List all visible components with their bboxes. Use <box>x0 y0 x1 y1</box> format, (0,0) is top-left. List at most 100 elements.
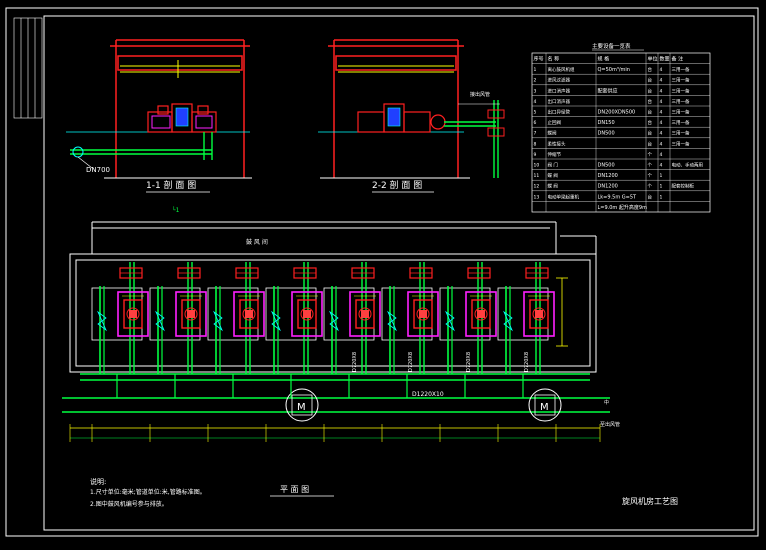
table-cell: 配套控制柜 <box>672 183 695 190</box>
table-cell: 台 <box>648 66 653 73</box>
table-cell: 4 <box>660 110 663 116</box>
pipe-label-4: D720X8 <box>524 352 530 372</box>
table-cell: 4 <box>660 131 663 137</box>
table-cell: 三用一备 <box>672 77 690 84</box>
table-header-cell: 单位 <box>648 56 658 63</box>
table-cell: 蝶 阀 <box>548 172 559 179</box>
table-cell: DN200XDN500 <box>598 110 636 116</box>
table-cell: 6 <box>534 120 537 126</box>
outlet-pipe-label: 接出风管 <box>470 91 490 98</box>
notes: 说明: 1.尺寸单位:毫米;管道单位:米,管路标准图。 2.图中鼓风机编号参与排… <box>90 477 206 508</box>
plan-view: 鼓 风 间 └1 D1220X10 M M 中 至出风管 D72 <box>62 206 620 442</box>
table-cell: 7 <box>534 131 537 137</box>
table-cell: 4 <box>660 99 663 105</box>
table-cell: 4 <box>660 163 663 169</box>
table-cell: 2 <box>534 78 537 84</box>
pipe-dn700-label: DN700 <box>86 166 110 174</box>
table-cell: 进口消声器 <box>548 87 571 94</box>
table-cell: 三用一备 <box>672 130 690 137</box>
note-1: 1.尺寸单位:毫米;管道单位:米,管路标准图。 <box>90 488 206 496</box>
plan-edge-label: 中 <box>604 399 609 406</box>
section-2-2-title: 2-2 剖 面 图 <box>372 179 422 191</box>
plan-title: 平 面 图 <box>280 485 309 494</box>
table-header-cell: 数量 <box>660 56 670 63</box>
table-cell: DN500 <box>598 131 615 137</box>
table-cell: 4 <box>660 88 663 94</box>
svg-text:M: M <box>297 402 306 413</box>
pipe-label-3: D720X8 <box>466 352 472 372</box>
table-cell: 个 <box>648 152 653 158</box>
table-cell: DN500 <box>598 163 615 169</box>
main-pipe-label: D1220X10 <box>412 391 444 398</box>
drawing-title: 旋风机房工艺图 <box>622 496 678 506</box>
pipe-label-2: D720X8 <box>408 352 414 372</box>
table-cell: 台 <box>648 140 653 147</box>
blower-unit <box>207 262 265 398</box>
table-cell: 台 <box>648 119 653 126</box>
blower-unit <box>265 262 323 398</box>
table-cell: 出口消声器 <box>548 98 571 105</box>
table-cell: 台 <box>648 98 653 105</box>
inner-frame <box>43 15 755 531</box>
table-cell: 三用一备 <box>672 87 690 94</box>
section-1-1: DN700 1-1 剖 面 图 <box>66 39 252 193</box>
table-cell: 1 <box>660 173 663 179</box>
blower-unit <box>149 262 207 398</box>
table-cell: 台 <box>648 87 653 94</box>
table-cell: 4 <box>660 120 663 126</box>
table-cell: Q=50m³/min <box>598 67 630 73</box>
table-cell: 三用一备 <box>672 140 690 147</box>
plan-edge-label-2: 至出风管 <box>600 421 620 428</box>
header-valve-left: M <box>285 388 319 422</box>
table-title: 主要设备一览表 <box>592 42 631 50</box>
outer-frame <box>5 7 759 537</box>
table-cell: 9 <box>534 152 537 158</box>
table-cell: 电动单梁起重机 <box>548 193 580 200</box>
table-cell: 4 <box>660 67 663 73</box>
table-cell: 4 <box>660 141 663 147</box>
header-valve-right: M <box>528 388 562 422</box>
table-cell: 三用一备 <box>672 66 690 73</box>
table-cell: 个 <box>648 173 653 179</box>
table-cell: 3 <box>534 88 537 94</box>
table-cell: 个 <box>648 184 653 190</box>
table-cell: 蝶阀 <box>548 130 557 137</box>
table-cell: 进风过滤器 <box>548 77 571 84</box>
note-2: 2.图中鼓风机编号参与排放。 <box>90 500 168 508</box>
table-cell: 台 <box>648 109 653 116</box>
table-cell: 4 <box>660 152 663 158</box>
notes-title: 说明: <box>90 477 106 486</box>
table-cell: 10 <box>534 163 540 169</box>
table-cell: Lk=9.5m G=5T <box>598 194 638 200</box>
table-cell: 台 <box>648 77 653 84</box>
table-cell: 台 <box>648 130 653 137</box>
table-cell: DN1200 <box>598 184 618 190</box>
table-cell: 柔性接头 <box>548 140 566 147</box>
table-cell: L=9.0m 起升高度9m <box>598 204 648 211</box>
table-cell: 出口异径管 <box>548 109 571 116</box>
table-header-cell: 备 注 <box>672 56 684 63</box>
table-cell: DN1200 <box>598 173 618 179</box>
table-cell: 三用一备 <box>672 98 690 105</box>
table-cell: 5 <box>534 110 537 116</box>
table-header-cell: 序号 <box>534 56 544 63</box>
table-cell: 4 <box>534 99 537 105</box>
table-cell: 4 <box>660 78 663 84</box>
table-cell: 1 <box>660 184 663 190</box>
table-cell: 伸缩节 <box>548 151 562 158</box>
blower-room-label: 鼓 风 间 <box>246 238 268 246</box>
table-header-cell: 规 格 <box>598 56 610 63</box>
blower-unit <box>497 262 555 398</box>
table-cell: 1 <box>660 194 663 200</box>
table-cell: 13 <box>534 194 540 200</box>
blower-unit <box>323 262 381 398</box>
table-cell: 1 <box>534 67 537 73</box>
table-cell: 配套供应 <box>598 87 618 94</box>
table-cell: 11 <box>534 173 540 179</box>
svg-text:M: M <box>540 402 549 413</box>
blower-unit <box>91 262 149 398</box>
pipe-label-1: D720X8 <box>352 352 358 372</box>
table-cell: 个 <box>648 163 653 169</box>
table-cell: 蝶 阀 <box>548 183 559 190</box>
